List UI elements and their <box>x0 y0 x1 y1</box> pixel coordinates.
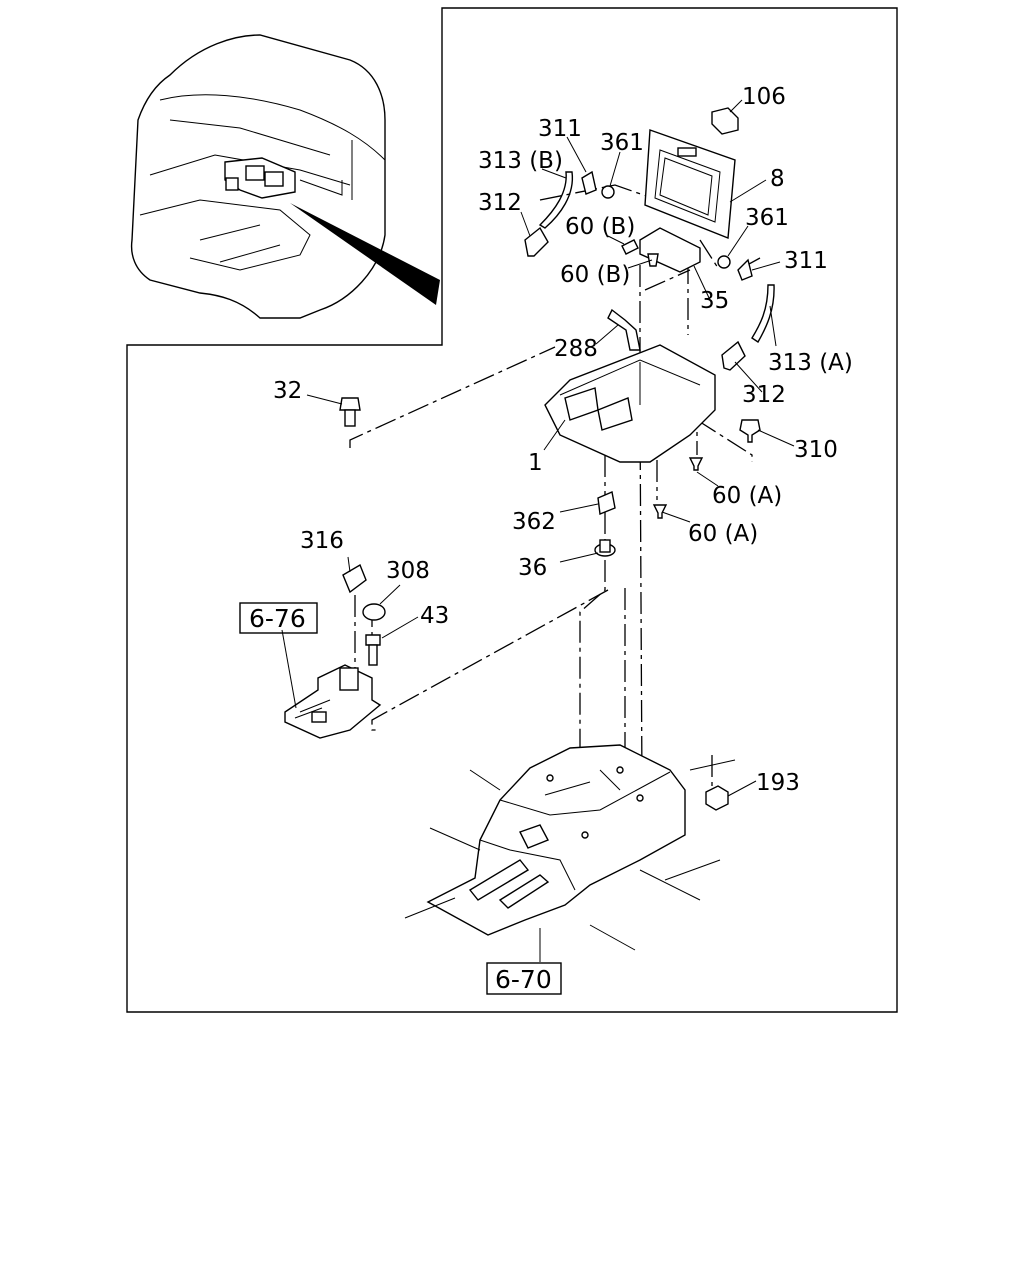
ref-box-6-70[interactable]: 6-70 <box>486 962 562 995</box>
mount-holes <box>546 766 644 839</box>
part-43-bolt <box>365 634 381 666</box>
label-60b1: 60 (B) <box>565 214 635 240</box>
label-1: 1 <box>528 450 543 476</box>
label-60a2: 60 (A) <box>688 521 758 547</box>
label-313b: 313 (B) <box>478 148 563 174</box>
leader-wedge <box>290 203 440 305</box>
part-310-pin <box>739 419 761 443</box>
floor-console <box>404 744 736 951</box>
label-316: 316 <box>300 528 344 554</box>
part-313b-strap <box>538 171 574 229</box>
part-35-bracket <box>639 227 701 273</box>
part-362-block <box>597 491 616 515</box>
label-60b2: 60 (B) <box>560 262 630 288</box>
label-362: 362 <box>512 509 556 535</box>
ref-6-70-text: 6-70 <box>495 965 552 994</box>
part-308-plug <box>362 603 386 621</box>
part-361-ring-a <box>601 185 615 199</box>
part-193-nut <box>705 785 729 811</box>
cab-overview-inset <box>130 34 440 319</box>
label-308: 308 <box>386 558 430 584</box>
shift-lever-assembly <box>284 664 382 739</box>
diagram-frame <box>126 7 898 1013</box>
label-8: 8 <box>770 166 785 192</box>
ref-box-6-76[interactable]: 6-76 <box>239 602 318 634</box>
part-311-clip-a <box>581 170 597 195</box>
label-32: 32 <box>273 378 302 404</box>
part-32-screw <box>339 397 361 427</box>
label-60a1: 60 (A) <box>712 483 782 509</box>
part-1-console <box>544 344 716 463</box>
label-311b: 311 <box>784 248 828 274</box>
leader-lines <box>281 99 795 962</box>
label-193: 193 <box>756 770 800 796</box>
label-311a: 311 <box>538 116 582 142</box>
ref-6-76-text: 6-76 <box>249 604 306 633</box>
label-313a: 313 (A) <box>768 350 853 376</box>
label-35: 35 <box>700 288 729 314</box>
part-311-clip-b <box>737 258 753 281</box>
label-361b: 361 <box>745 205 789 231</box>
label-312b: 312 <box>742 382 786 408</box>
label-106: 106 <box>742 84 786 110</box>
part-60b-screw-b <box>647 253 659 267</box>
label-288: 288 <box>554 336 598 362</box>
part-60a-screw-a <box>688 457 704 471</box>
part-288-bracket <box>607 308 641 351</box>
label-312a: 312 <box>478 190 522 216</box>
label-43: 43 <box>420 603 449 629</box>
part-36-bushing <box>594 539 616 557</box>
part-316-cap <box>342 563 367 594</box>
part-60b-screw-a <box>621 239 639 255</box>
part-312-hinge-a <box>524 226 549 257</box>
label-36: 36 <box>518 555 547 581</box>
part-361-ring-b <box>717 255 731 269</box>
part-8-bezel <box>644 129 736 239</box>
part-313a-strap <box>751 284 775 343</box>
label-361a: 361 <box>600 130 644 156</box>
part-312-hinge-b <box>721 340 746 371</box>
label-310: 310 <box>794 437 838 463</box>
part-106 <box>711 107 739 135</box>
part-60a-screw-b <box>652 504 668 519</box>
